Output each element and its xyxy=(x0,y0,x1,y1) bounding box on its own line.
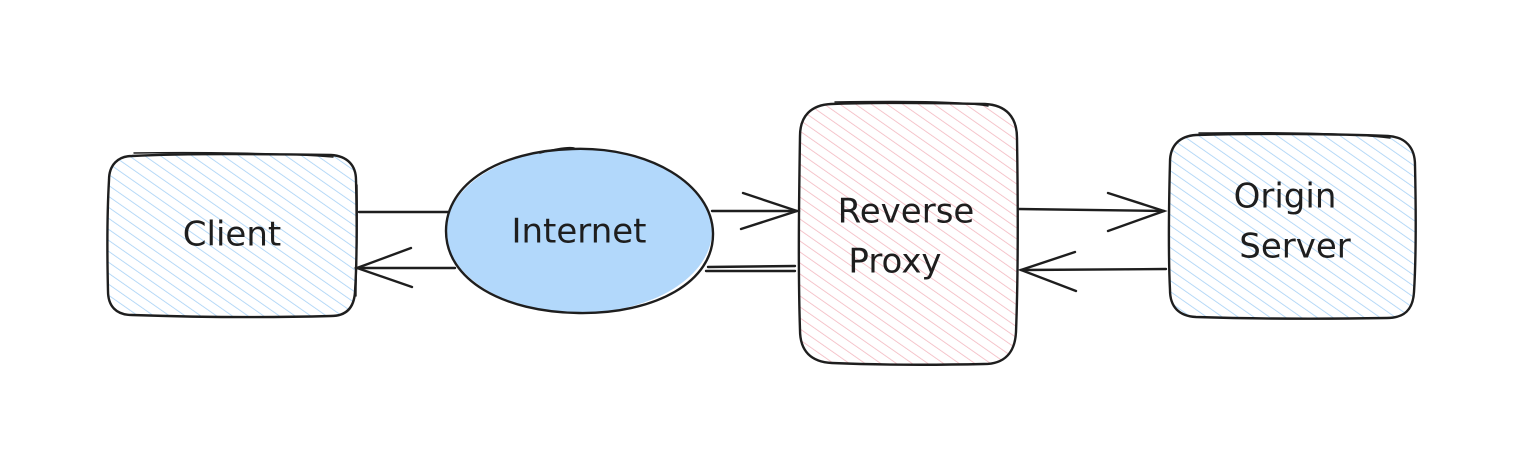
reverse-proxy-label-line1: Reverse xyxy=(838,192,975,232)
client-node: Client xyxy=(106,151,358,319)
internet-node: Internet xyxy=(444,146,715,315)
arrow-reverse-proxy-to-origin-server xyxy=(1016,191,1168,233)
client-label: Client xyxy=(183,215,281,255)
internet-label: Internet xyxy=(511,212,646,252)
origin-server-label-line2: Server xyxy=(1239,227,1351,267)
origin-server-label-line1: Origin xyxy=(1234,177,1337,217)
arrow-internet-to-client xyxy=(353,246,457,289)
arrow-internet-to-reverse-proxy xyxy=(710,191,801,231)
reverse-proxy-node: Reverse Proxy xyxy=(797,100,1019,366)
origin-server-node: Origin Server xyxy=(1167,131,1417,320)
reverse-proxy-label-line2: Proxy xyxy=(848,242,941,282)
arrow-reverse-proxy-to-internet xyxy=(704,264,797,273)
arrow-origin-server-to-reverse-proxy xyxy=(1017,250,1168,293)
